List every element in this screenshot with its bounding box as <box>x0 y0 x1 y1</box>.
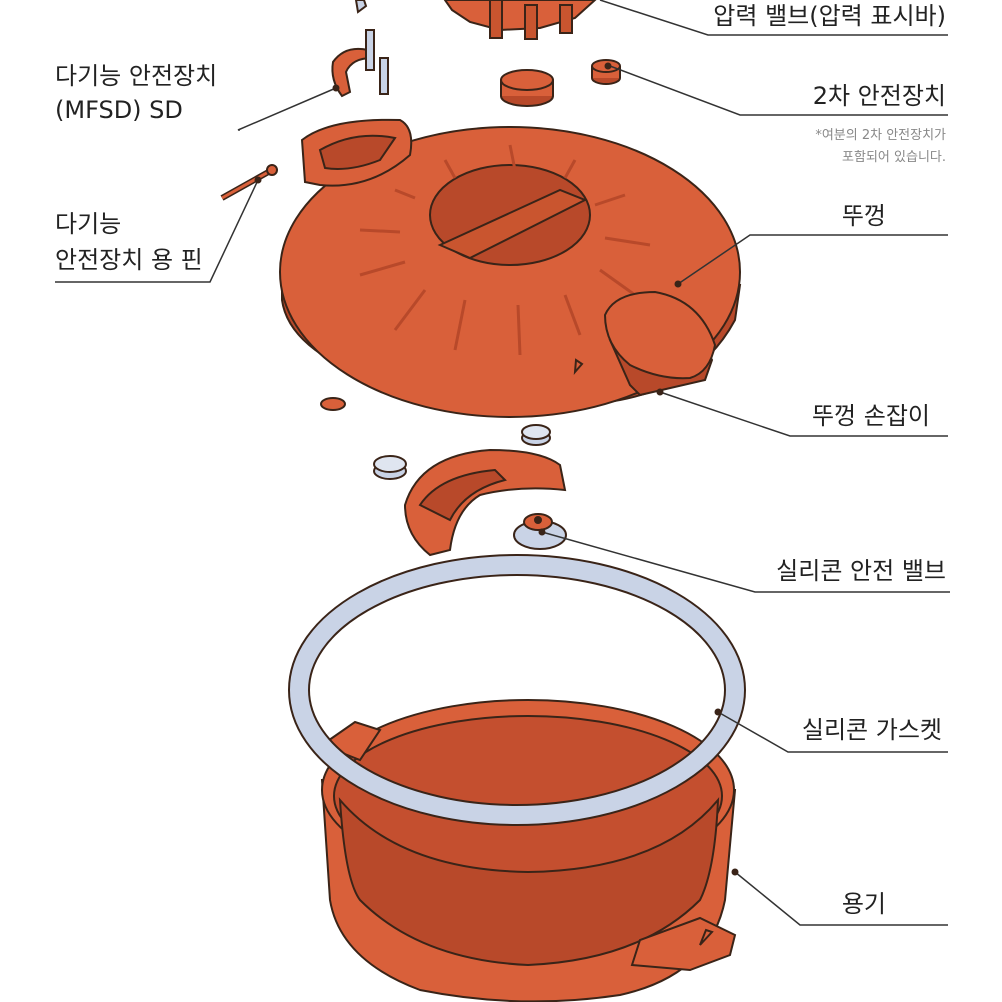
silicone-gasket-part <box>288 554 746 826</box>
label-silicone-valve: 실리콘 안전 밸브 <box>776 557 946 585</box>
note-secondary-line2: 포함되어 있습니다. <box>842 150 946 165</box>
label-lid: 뚜껑 <box>841 202 886 230</box>
secondary-safety-part <box>500 59 621 107</box>
label-pressure-valve: 압력 밸브(압력 표시바) <box>713 2 946 30</box>
mfsd-part <box>331 29 389 98</box>
lid-handle-part <box>603 290 717 397</box>
silicone-valve-part <box>513 513 567 550</box>
pin-part <box>220 164 278 201</box>
label-lid-handle: 뚜껑 손잡이 <box>811 402 930 430</box>
leader-lines <box>55 0 950 926</box>
label-container: 용기 <box>841 890 886 918</box>
pressure-valve-part <box>354 0 597 40</box>
leader-dots <box>254 62 739 876</box>
label-mfsd-line1: 다기능 안전장치 <box>55 62 218 90</box>
label-silicone-gasket: 실리콘 가스켓 <box>801 716 942 744</box>
label-secondary-safety: 2차 안전장치 <box>812 82 946 110</box>
small-parts <box>320 397 551 480</box>
container-part <box>319 699 737 1002</box>
note-secondary-line1: *여분의 2차 안전장치가 <box>815 128 946 143</box>
label-mfsd-line2: (MFSD) SD <box>55 96 183 124</box>
float-part <box>403 448 567 557</box>
label-pin-line2: 안전장치 용 핀 <box>55 246 203 274</box>
label-pin-line1: 다기능 <box>55 210 122 238</box>
